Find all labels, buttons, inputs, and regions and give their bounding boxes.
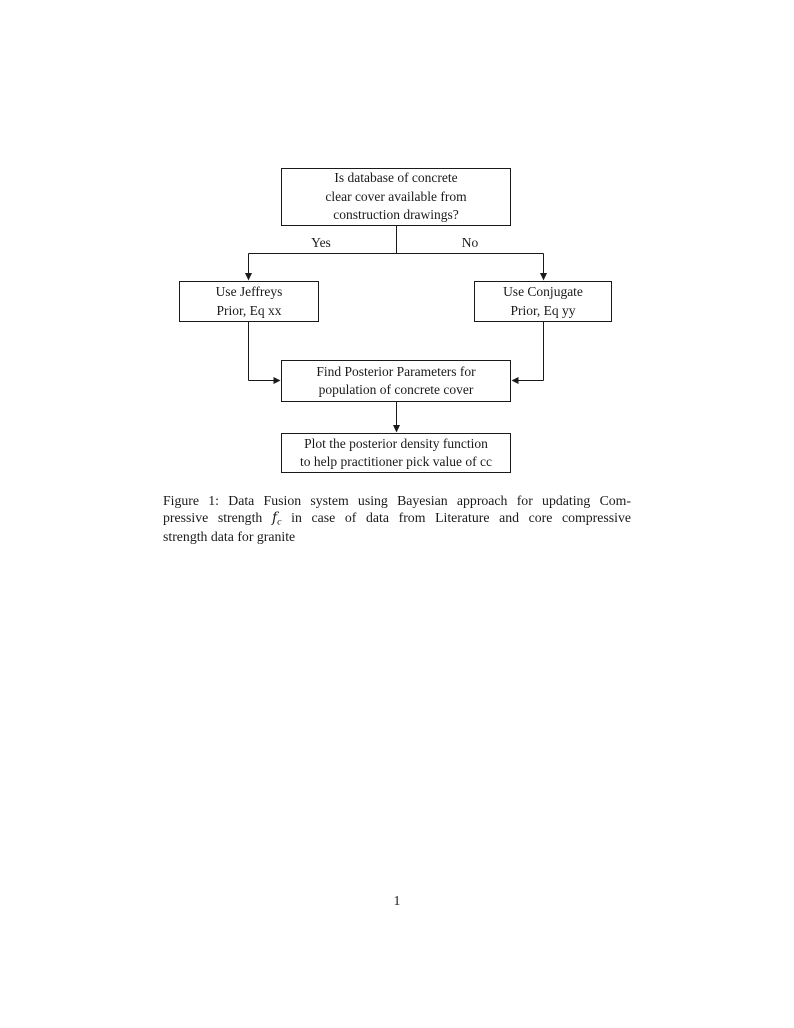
node-posterior-parameters: Find Posterior Parameters for population… <box>281 360 511 402</box>
math-fc-variable: f <box>271 510 278 527</box>
edge-yes-arrow <box>245 253 252 281</box>
node-plot-line: Plot the posterior density function <box>304 435 488 451</box>
edge-posterior-plot <box>393 402 400 433</box>
caption-line: pressive strength fc in case of data fro… <box>163 509 631 527</box>
node-question: Is database of concrete clear cover avai… <box>281 168 511 226</box>
edge-jeffreys-posterior <box>248 322 281 384</box>
caption-text: pressive strength <box>163 510 272 526</box>
edge-no-arrow <box>540 253 547 281</box>
node-question-line: Is database of concrete <box>334 170 458 186</box>
node-posterior-line: population of concrete cover <box>318 382 474 397</box>
caption-line: strength data for granite <box>163 528 296 544</box>
node-conjugate-line: Use Conjugate <box>503 284 583 299</box>
caption-text: in case of data from Literature and core… <box>281 510 631 526</box>
node-plot-line: to help practitioner pick value of cc <box>300 454 492 469</box>
edge-label-yes: Yes <box>311 235 331 250</box>
figure-caption: Figure 1: Data Fusion system using Bayes… <box>163 492 631 545</box>
node-question-line: construction drawings? <box>333 207 459 223</box>
math-fc-subscript: c <box>277 516 282 528</box>
node-question-line: clear cover available from <box>325 188 467 204</box>
node-jeffreys-line: Use Jeffreys <box>215 284 283 299</box>
edge-label-no: No <box>461 235 479 250</box>
node-plot-density: Plot the posterior density function to h… <box>281 433 511 473</box>
caption-line: Figure 1: Data Fusion system using Bayes… <box>163 493 631 508</box>
node-jeffreys-line: Prior, Eq xx <box>216 302 282 318</box>
node-conjugate-prior: Use Conjugate Prior, Eq yy <box>474 281 612 322</box>
node-conjugate-line: Prior, Eq yy <box>510 302 576 318</box>
node-jeffreys-prior: Use Jeffreys Prior, Eq xx <box>179 281 319 322</box>
edge-conjugate-posterior <box>511 322 544 384</box>
node-posterior-line: Find Posterior Parameters for <box>316 363 476 379</box>
page-number: 1 <box>393 893 401 908</box>
